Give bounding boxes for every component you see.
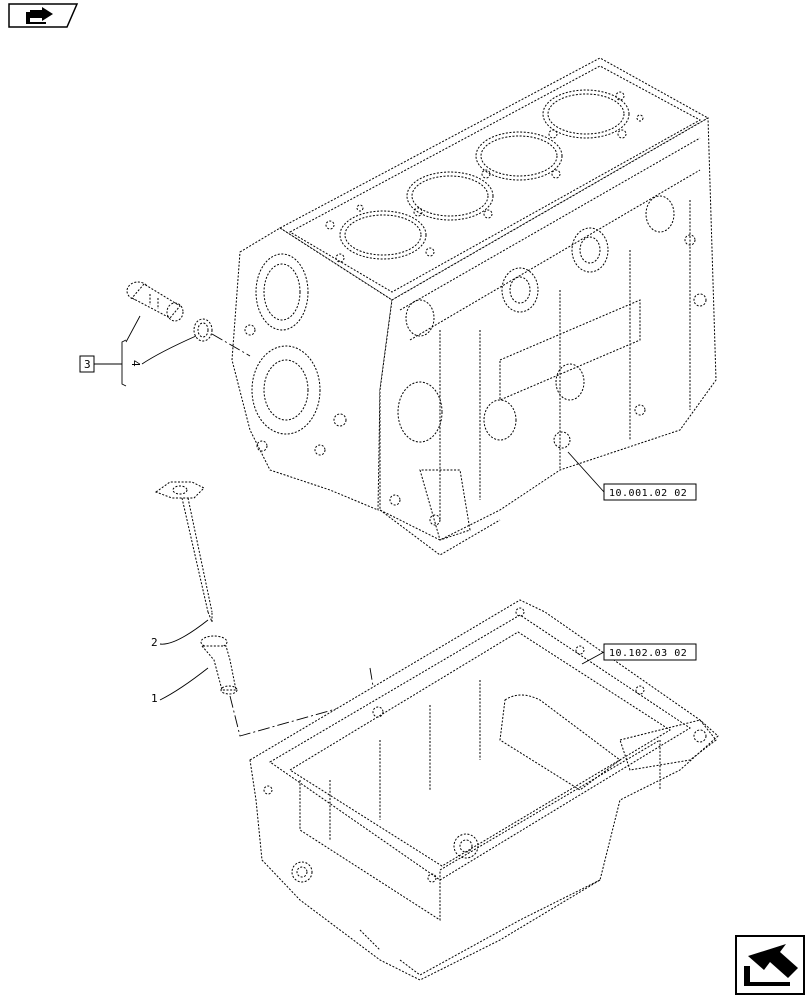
callout-3[interactable]: 3: [79, 355, 95, 373]
assembly-axis: [211, 333, 251, 357]
ref-oil-pan[interactable]: 10.102.03 02: [603, 643, 697, 661]
callout-2-label: 2: [151, 636, 158, 649]
ref-engine-block-label: 10.001.02 02: [609, 488, 687, 499]
part-4-seal-ring: [193, 318, 213, 342]
ref-engine-block-leader: [567, 451, 605, 493]
part-1-guide-tube: [200, 635, 238, 695]
ref-oil-pan-label: 10.102.03 02: [609, 648, 687, 659]
callout-3-label: 3: [84, 358, 91, 371]
ref-oil-pan-leader: [581, 651, 605, 665]
part-2-dipstick: [154, 481, 213, 623]
callout-3-bracket: [121, 339, 127, 387]
callout-4-label: 4: [129, 360, 142, 367]
callout-4-leader: [141, 335, 197, 365]
callout-1-leader: [159, 667, 209, 701]
callout-4[interactable]: 4: [129, 360, 142, 367]
engine-block: [231, 57, 717, 556]
callout-3-line-a: [125, 315, 141, 343]
book-arrow-icon[interactable]: [8, 3, 79, 28]
next-page-arrow-icon[interactable]: [735, 935, 805, 995]
assembly-axis-2: [229, 667, 376, 737]
callout-1[interactable]: 1: [151, 692, 158, 705]
ref-engine-block[interactable]: 10.001.02 02: [603, 483, 697, 501]
part-3-plug: [126, 281, 184, 322]
oil-pan: [249, 599, 719, 981]
callout-2-leader: [159, 619, 209, 645]
callout-2[interactable]: 2: [151, 636, 158, 649]
callout-1-label: 1: [151, 692, 158, 705]
